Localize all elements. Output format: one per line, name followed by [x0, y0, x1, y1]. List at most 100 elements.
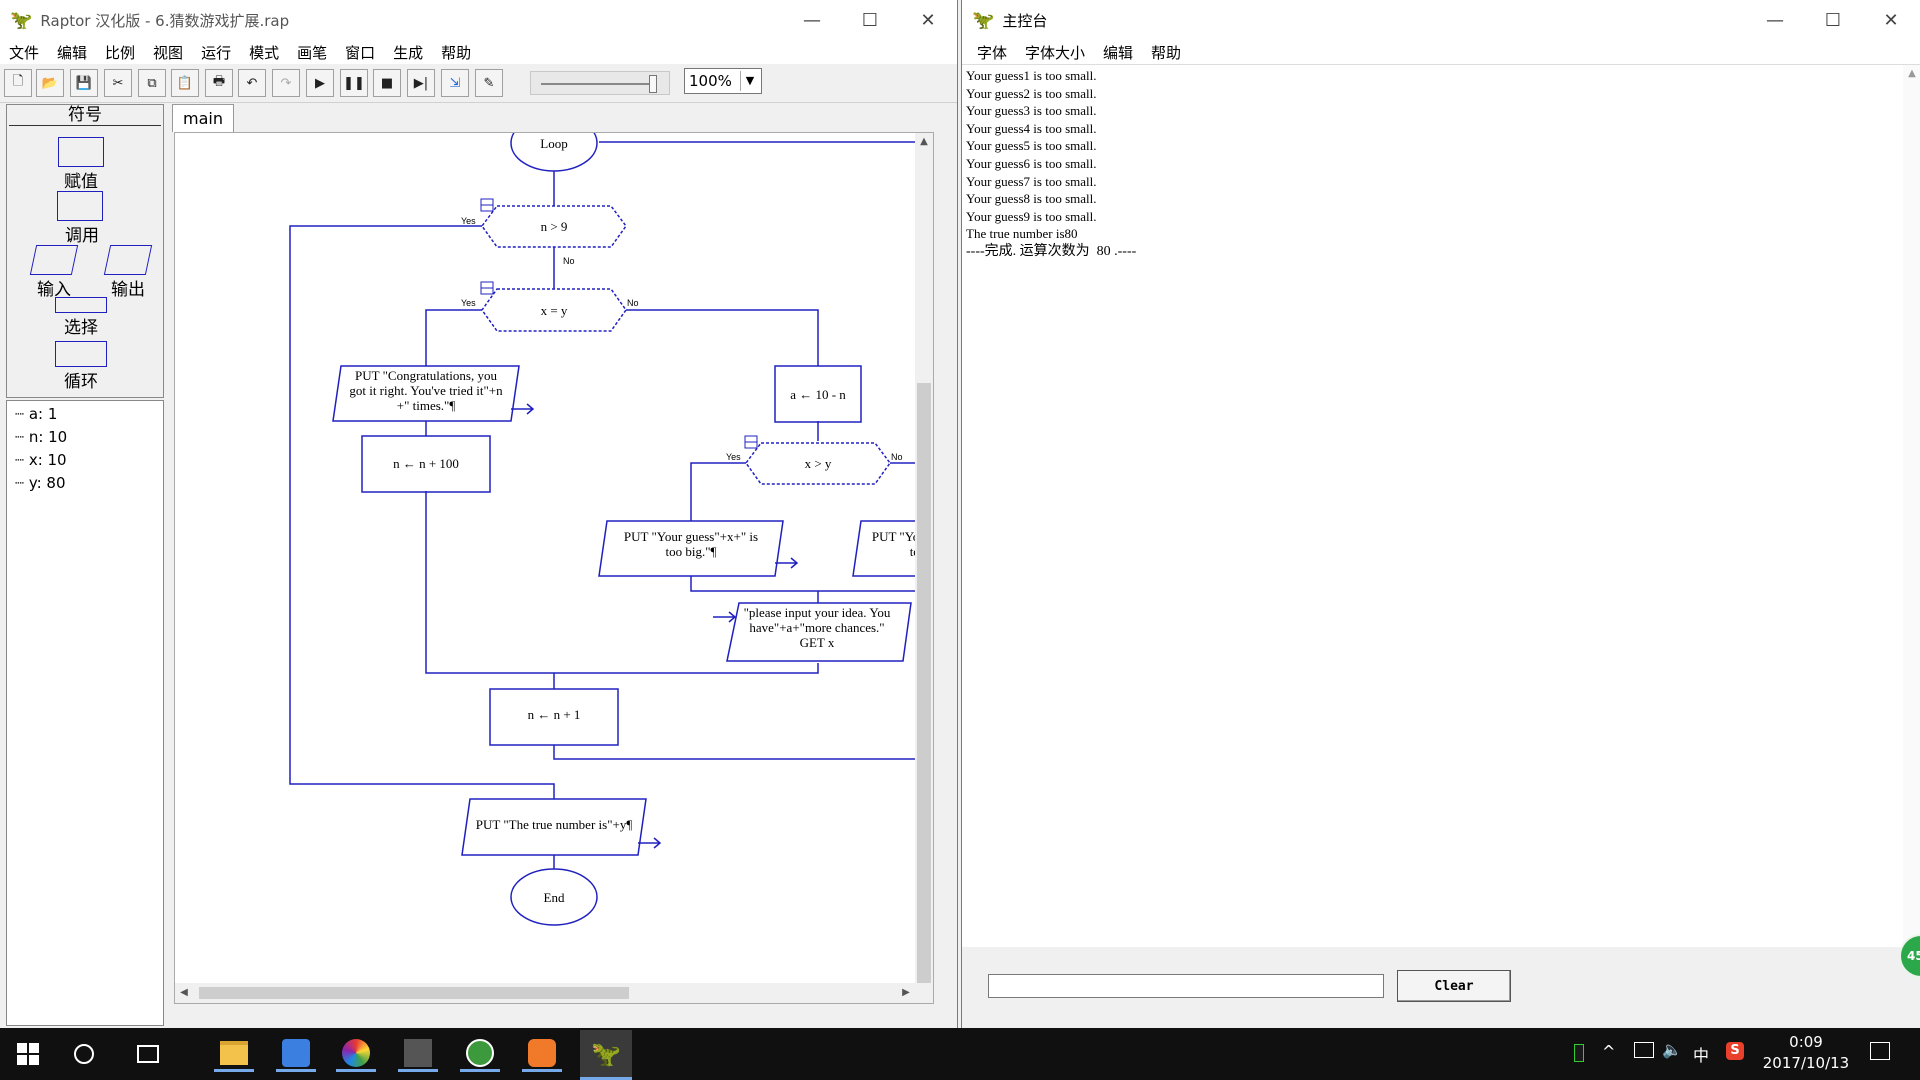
- speed-slider[interactable]: [530, 71, 670, 95]
- minimize-button[interactable]: —: [803, 9, 821, 31]
- console-titlebar[interactable]: 🦖 主控台 — ☐ ✕: [962, 0, 1920, 40]
- assignment-symbol[interactable]: 赋值: [51, 137, 111, 192]
- pen-icon[interactable]: ✎: [475, 69, 503, 97]
- horizontal-scrollbar[interactable]: ◀ ▶: [175, 983, 933, 1003]
- console-line: Your guess9 is too small.: [966, 208, 1097, 224]
- flow-assign-a: [774, 365, 862, 423]
- scroll-left-icon[interactable]: ◀: [180, 987, 188, 998]
- scroll-up-icon[interactable]: ▲: [1908, 68, 1916, 79]
- maximize-button[interactable]: ☐: [1824, 9, 1842, 31]
- menu-pen[interactable]: 画笔: [297, 43, 328, 62]
- input-symbol[interactable]: 输入: [19, 245, 89, 300]
- step-into-icon[interactable]: ⇲: [441, 69, 469, 97]
- console-input[interactable]: [988, 974, 1384, 998]
- menu-generate[interactable]: 生成: [393, 43, 424, 62]
- console-scrollbar[interactable]: ▲: [1903, 65, 1920, 947]
- stop-icon[interactable]: ■: [373, 69, 401, 97]
- volume-icon[interactable]: 🔈: [1662, 1040, 1682, 1059]
- copy-icon[interactable]: ⧉: [138, 69, 166, 97]
- scroll-right-icon[interactable]: ▶: [902, 987, 910, 998]
- menu-edit[interactable]: 编辑: [1103, 43, 1134, 62]
- sogou-input-icon[interactable]: S: [1726, 1042, 1744, 1060]
- horizontal-scroll-thumb[interactable]: [199, 987, 629, 999]
- tab-main[interactable]: main: [172, 104, 234, 132]
- clear-button-label: Clear: [1434, 978, 1474, 994]
- palette-header: 符号: [9, 107, 161, 126]
- menu-edit[interactable]: 编辑: [57, 43, 88, 62]
- network-icon[interactable]: [1634, 1042, 1654, 1058]
- scroll-up-icon[interactable]: ▲: [920, 136, 928, 147]
- menu-file[interactable]: 文件: [9, 43, 40, 62]
- flow-big-line: too big."¶: [666, 544, 717, 559]
- flow-big-line: PUT "Your guess"+x+" is: [624, 529, 758, 544]
- open-folder-icon[interactable]: 📂: [36, 69, 64, 97]
- clear-button[interactable]: Clear: [1397, 970, 1511, 1002]
- selection-symbol[interactable]: 选择: [51, 297, 111, 338]
- pause-icon[interactable]: ❚❚: [340, 69, 368, 97]
- raptor-app-icon[interactable]: 🦖: [580, 1030, 632, 1080]
- menu-help[interactable]: 帮助: [1151, 43, 1182, 62]
- maximize-button[interactable]: ☐: [861, 9, 879, 31]
- feishu-app-icon[interactable]: [276, 1036, 316, 1072]
- save-icon[interactable]: 💾: [70, 69, 98, 97]
- flow-assign-n1: [489, 688, 619, 746]
- battery-icon[interactable]: [1574, 1044, 1584, 1062]
- menu-help[interactable]: 帮助: [441, 43, 472, 62]
- search-button[interactable]: [70, 1040, 98, 1068]
- paste-icon[interactable]: 📋: [171, 69, 199, 97]
- flow-getx-line: have"+a+"more chances.": [749, 620, 884, 635]
- loop-symbol[interactable]: 循环: [51, 341, 111, 392]
- branch-no-label: No: [627, 298, 639, 308]
- console-line: Your guess8 is too small.: [966, 191, 1097, 207]
- floating-badge[interactable]: 45: [1899, 934, 1920, 978]
- file-explorer-icon[interactable]: [214, 1036, 254, 1072]
- ime-indicator[interactable]: 中: [1693, 1046, 1710, 1065]
- flow-assign-n100-label: n ← n + 100: [393, 456, 459, 471]
- flowchart-canvas[interactable]: Loop n > 9 x = y x > y PUT "Congratulati…: [174, 132, 934, 1004]
- cut-icon[interactable]: ✂: [104, 69, 132, 97]
- notification-icon[interactable]: [1870, 1042, 1890, 1060]
- step-icon[interactable]: ▶|: [407, 69, 435, 97]
- print-icon[interactable]: 🖶: [205, 69, 233, 97]
- console-line: Your guess1 is too small.: [966, 68, 1097, 83]
- menu-view[interactable]: 视图: [153, 43, 184, 62]
- tray-chevron-up-icon[interactable]: ^: [1602, 1042, 1616, 1061]
- menu-run[interactable]: 运行: [201, 43, 232, 62]
- chevron-down-icon[interactable]: ▼: [740, 71, 759, 91]
- task-view-icon: [137, 1045, 159, 1063]
- mathtype-app-icon[interactable]: [398, 1036, 438, 1072]
- vertical-scrollbar[interactable]: ▲: [915, 133, 933, 983]
- output-symbol[interactable]: 输出: [93, 245, 163, 300]
- menu-scale[interactable]: 比例: [105, 43, 136, 62]
- zoom-select[interactable]: 100% ▼: [684, 68, 762, 94]
- start-button[interactable]: [8, 1036, 48, 1072]
- console-line: Your guess6 is too small.: [966, 155, 1097, 171]
- menu-font-size[interactable]: 字体大小: [1025, 43, 1086, 62]
- task-view-button[interactable]: [134, 1040, 162, 1068]
- flow-congrats-line: got it right. You've tried it"+n: [349, 383, 503, 398]
- minimize-button[interactable]: —: [1766, 9, 1784, 31]
- raptor-titlebar[interactable]: 🦖 Raptor 汉化版 - 6.猜数游戏扩展.rap — ☐ ✕: [0, 0, 957, 40]
- menu-font[interactable]: 字体: [977, 43, 1008, 62]
- slides-app-icon[interactable]: [522, 1036, 562, 1072]
- windows-logo-icon: [17, 1043, 39, 1065]
- vertical-scroll-thumb[interactable]: [917, 383, 931, 983]
- new-file-icon[interactable]: 🗋: [4, 69, 32, 97]
- green-app-icon[interactable]: [460, 1036, 500, 1072]
- close-button[interactable]: ✕: [920, 9, 936, 31]
- flow-loop-oval: [510, 133, 598, 172]
- clock[interactable]: 0:09 2017/10/13: [1760, 1032, 1852, 1074]
- undo-icon[interactable]: ↶: [238, 69, 266, 97]
- menu-window[interactable]: 窗口: [345, 43, 376, 62]
- console-output[interactable]: Your guess1 is too small. Your guess2 is…: [962, 64, 1920, 947]
- menu-mode[interactable]: 模式: [249, 43, 280, 62]
- redo-icon[interactable]: ↷: [272, 69, 300, 97]
- run-icon[interactable]: ▶: [306, 69, 334, 97]
- console-window: 🦖 主控台 — ☐ ✕ 字体 字体大小 编辑 帮助 Your guess1 is…: [961, 0, 1920, 1028]
- call-symbol[interactable]: 调用: [51, 191, 121, 246]
- taskbar: 🦖 ^ 🔈 中 S 0:09 2017/10/13: [0, 1028, 1920, 1080]
- slider-thumb[interactable]: [649, 75, 657, 93]
- color-app-icon[interactable]: [336, 1036, 376, 1072]
- console-line: Your guess5 is too small.: [966, 138, 1097, 154]
- close-button[interactable]: ✕: [1883, 9, 1899, 31]
